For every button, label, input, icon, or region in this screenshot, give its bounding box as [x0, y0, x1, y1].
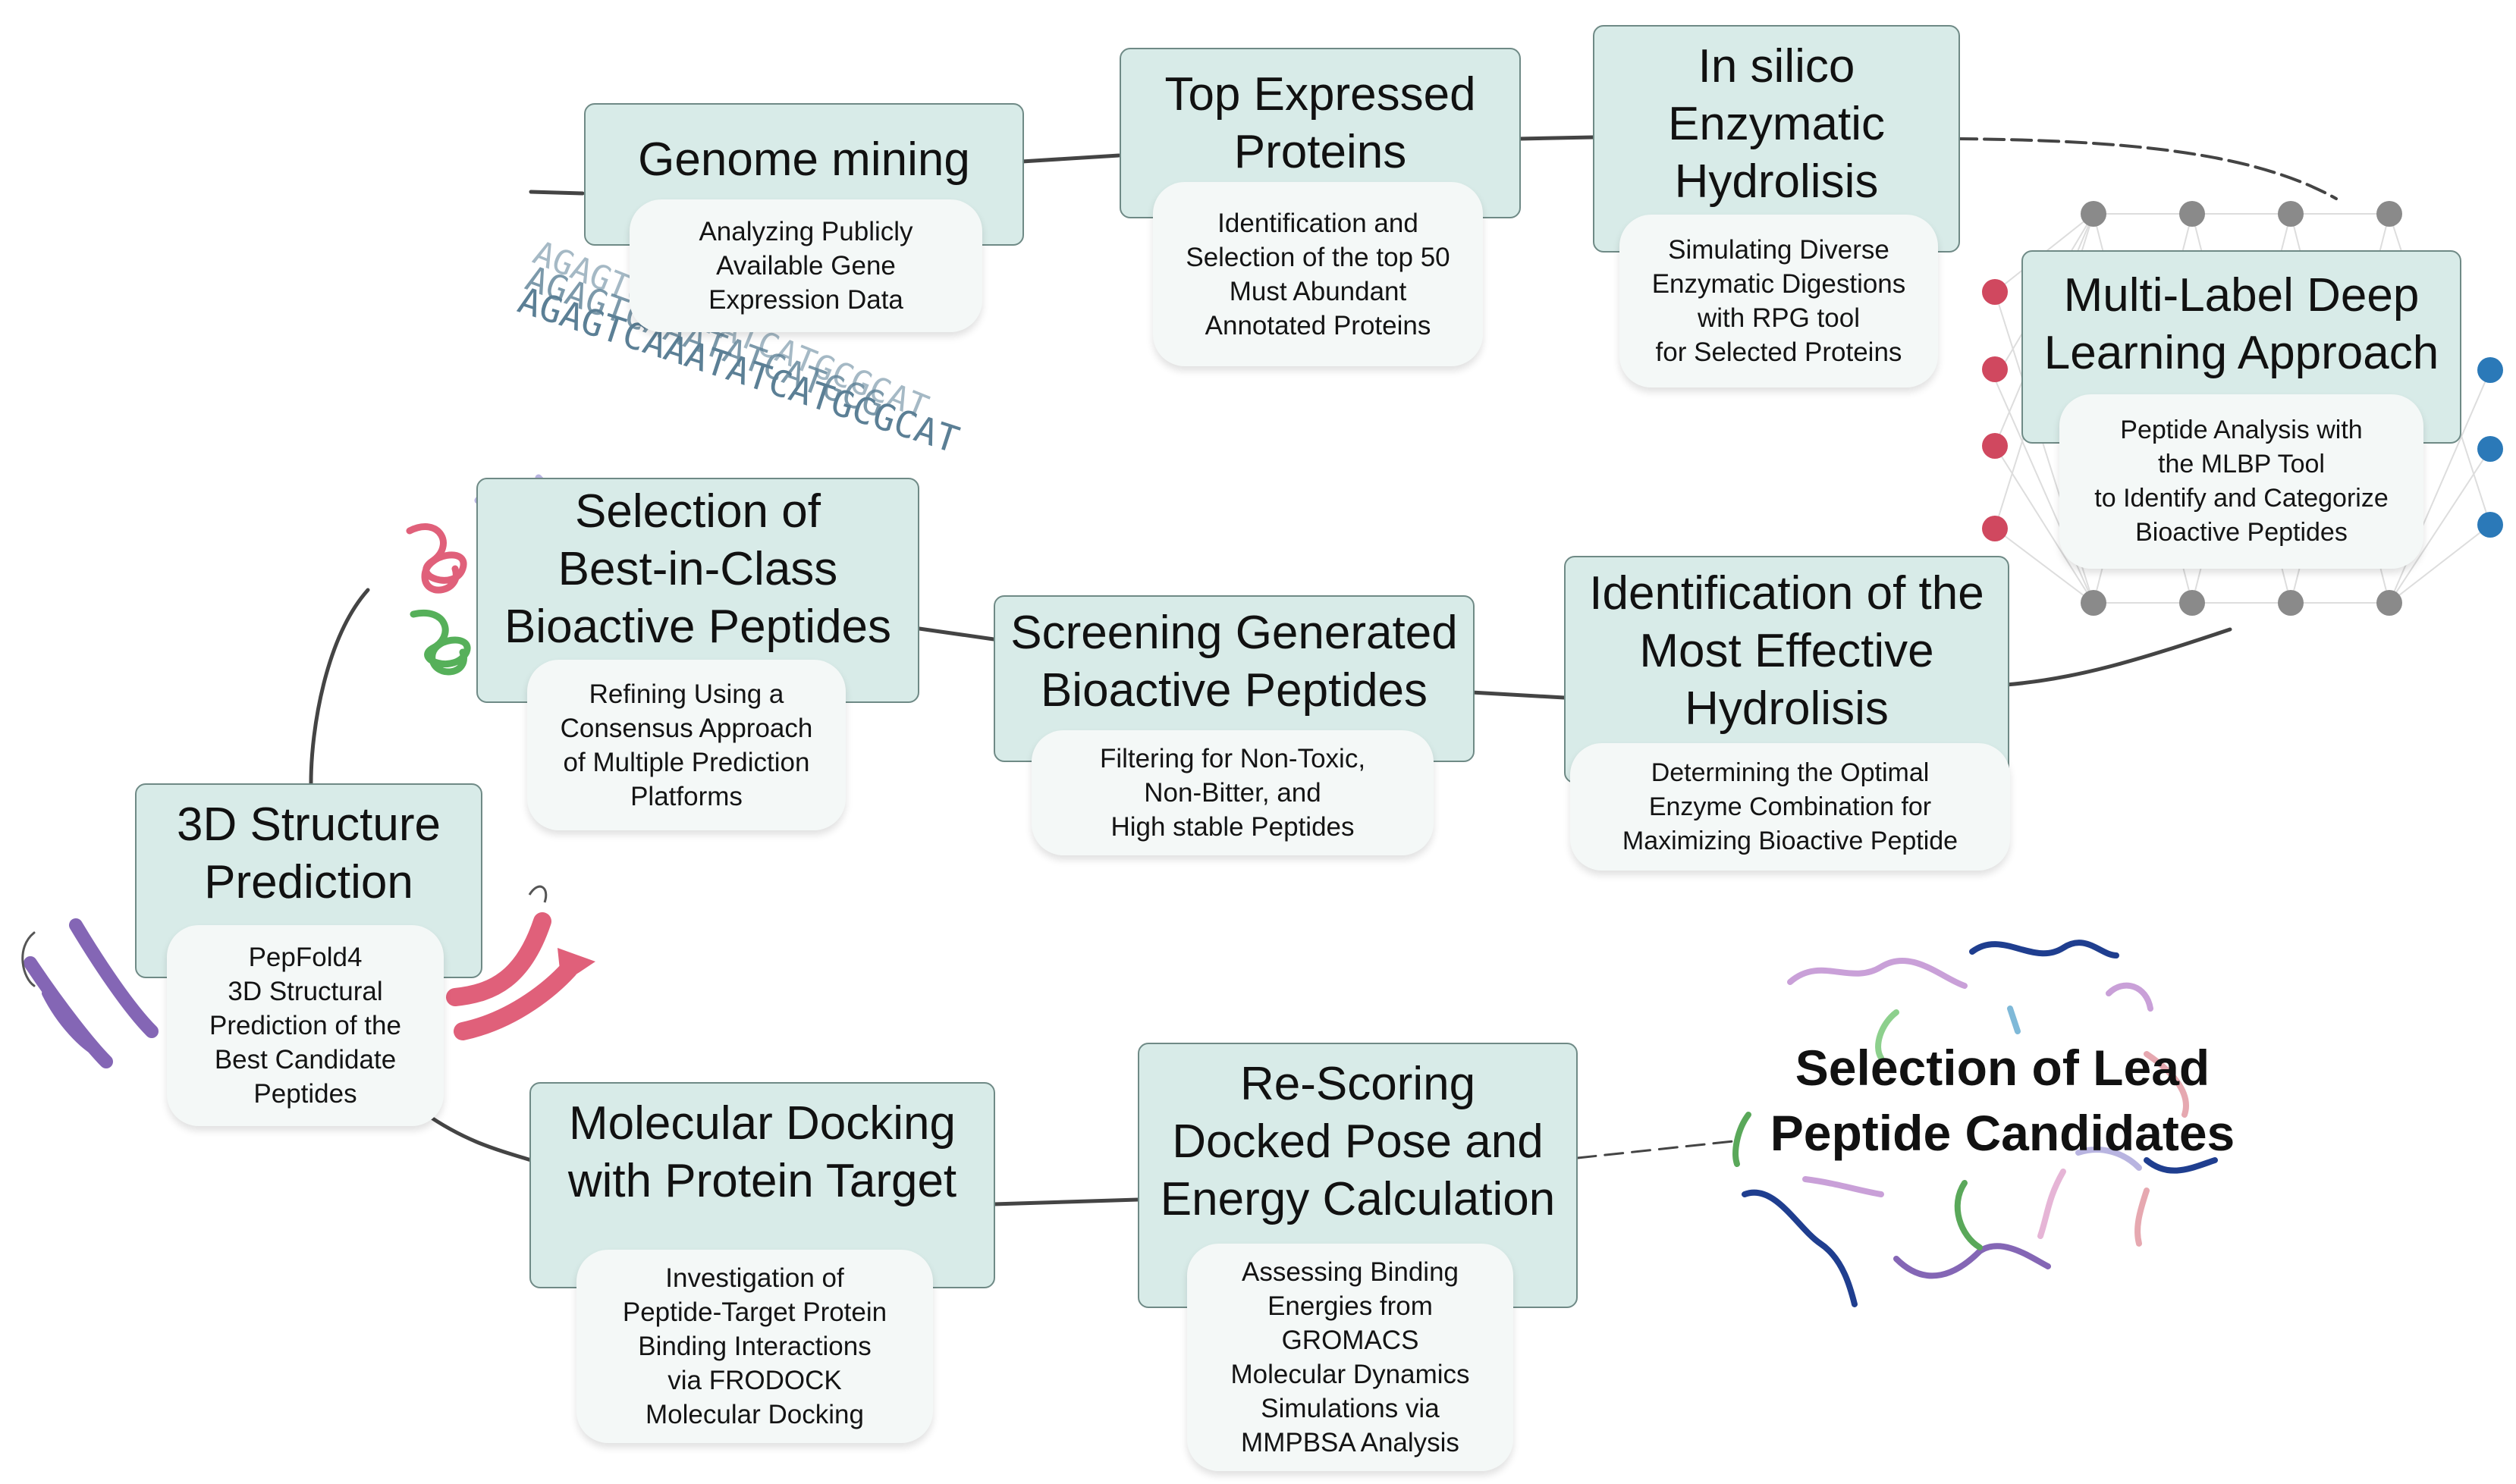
- hidden-nodes: [2081, 201, 2402, 616]
- note-in-silico-hydrolysis: Simulating Diverse Enzymatic Digestions …: [1619, 215, 1938, 387]
- lead-candidates-title: Selection of Lead Peptide Candidates: [1770, 1040, 2235, 1161]
- note-genome-mining: Analyzing Publicly Available Gene Expres…: [630, 199, 982, 332]
- note-best-in-class-peptides: Refining Using a Consensus Approach of M…: [527, 660, 846, 830]
- connector-deep-to-effective: [2004, 627, 2232, 687]
- connector-lines: [309, 135, 2338, 1206]
- note-most-effective-hydrolysis: Determining the Optimal Enzyme Combinati…: [1570, 743, 2010, 871]
- connector-structure-to-docking: [422, 1111, 533, 1162]
- connector-top-to-insilico: [1517, 135, 1595, 141]
- connector-rescoring-to-lead: [1576, 1140, 1735, 1159]
- note-3d-structure-prediction: PepFold4 3D Structural Prediction of the…: [167, 925, 444, 1126]
- note-molecular-docking: Investigation of Peptide-Target Protein …: [576, 1250, 933, 1443]
- beta-strand-icon-right: [446, 885, 595, 1040]
- connector-genome-to-top: [1019, 153, 1121, 164]
- connector-genome-start: [529, 190, 585, 196]
- lead-candidate-peptide-squiggles: [1732, 940, 2218, 1307]
- output-nodes: [2477, 357, 2503, 538]
- connector-screening-to-bestinclass: [917, 626, 996, 642]
- connector-insilico-to-deep: [1955, 137, 2338, 200]
- connector-docking-to-rescoring: [991, 1197, 1140, 1206]
- note-rescoring-energy: Assessing Binding Energies from GROMACS …: [1187, 1244, 1513, 1471]
- beta-strand-icon-left: [21, 918, 159, 1068]
- note-top-expressed-proteins: Identification and Selection of the top …: [1153, 182, 1483, 366]
- input-nodes: [1982, 279, 2008, 541]
- connector-bestinclass-to-structure: [309, 588, 370, 786]
- connector-effective-to-screening: [1469, 690, 1566, 700]
- note-deep-learning: Peptide Analysis with the MLBP Tool to I…: [2059, 394, 2423, 569]
- note-screening-peptides: Filtering for Non-Toxic, Non-Bitter, and…: [1032, 730, 1434, 855]
